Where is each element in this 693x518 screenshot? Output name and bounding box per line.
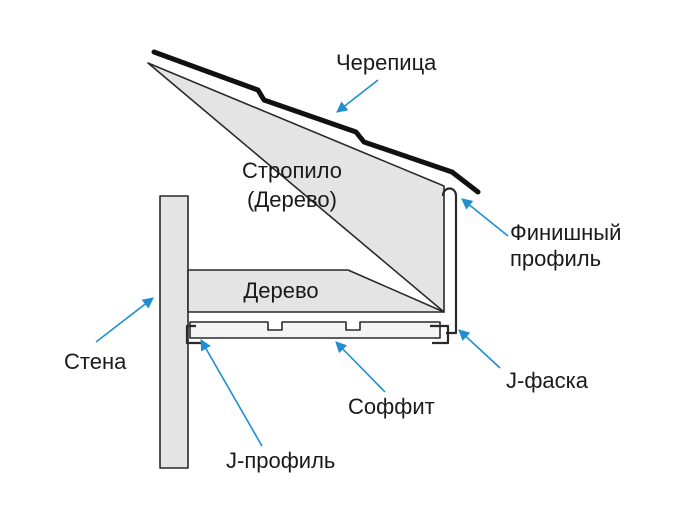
wall-post: [159, 195, 189, 469]
soffit-panel: [189, 321, 441, 339]
j-profile-channel: [185, 324, 202, 345]
label-rafter-line1: Стропило: [242, 158, 342, 183]
arrow-tile: [336, 79, 379, 113]
label-tile: Черепица: [336, 50, 437, 75]
rafter: [147, 62, 445, 313]
arrow-j-chamfer: [458, 329, 501, 369]
label-rafter-line2: (Дерево): [247, 187, 337, 212]
label-finish-line2: профиль: [510, 246, 601, 271]
arrow-soffit: [335, 341, 386, 393]
arrow-j-profile: [200, 339, 263, 447]
roof-tile: [151, 49, 481, 195]
label-j-chamfer: J-фаска: [506, 368, 589, 393]
label-wood: Дерево: [243, 278, 318, 303]
j-chamfer-channel: [430, 324, 450, 345]
label-wall: Стена: [64, 349, 127, 374]
label-soffit: Соффит: [348, 394, 435, 419]
finish-profile: [441, 187, 458, 335]
label-finish-line1: Финишный: [510, 220, 621, 245]
label-j-profile: J-профиль: [226, 448, 335, 473]
arrow-finish-profile: [461, 198, 509, 237]
arrow-wall: [95, 297, 154, 343]
